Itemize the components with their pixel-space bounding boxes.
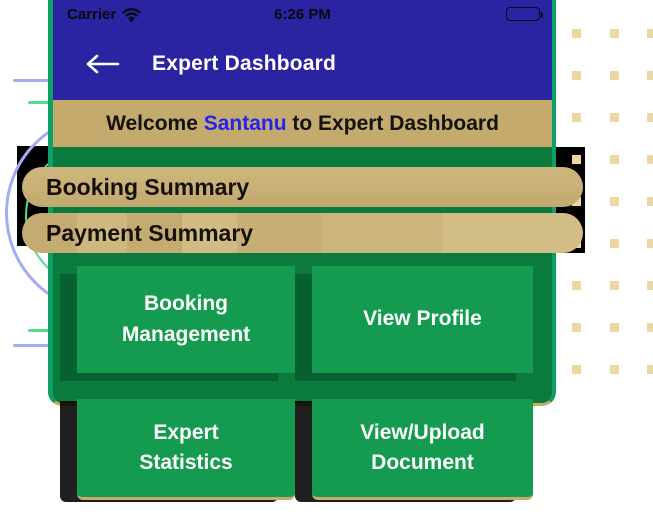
battery-icon <box>506 7 543 21</box>
status-bar: Carrier 6:26 PM <box>53 0 552 28</box>
welcome-text-suffix: to Expert Dashboard <box>286 111 499 135</box>
decor-line-green-top <box>28 101 50 104</box>
nav-bar: Expert Dashboard <box>53 28 552 100</box>
decor-dot <box>647 197 653 206</box>
booking-summary-bar[interactable]: Booking Summary <box>22 167 583 207</box>
page-title: Expert Dashboard <box>152 52 337 75</box>
decor-dot <box>647 365 653 374</box>
view-upload-document-label: View/Upload Document <box>360 420 485 474</box>
booking-management-label: Booking Management <box>121 292 251 346</box>
expert-statistics-label: Expert Statistics <box>139 420 233 474</box>
back-arrow-icon[interactable] <box>85 53 120 75</box>
payment-summary-label: Payment Summary <box>46 219 254 246</box>
clock: 6:26 PM <box>274 5 331 23</box>
decor-dot <box>647 239 653 248</box>
booking-management-button[interactable]: Booking Management <box>77 266 295 373</box>
carrier-label: Carrier <box>67 5 117 23</box>
view-profile-label: View Profile <box>363 307 482 331</box>
welcome-banner: Welcome Santanu to Expert Dashboard <box>53 100 552 147</box>
decor-dot <box>572 323 581 332</box>
decor-dot <box>647 281 653 290</box>
decor-dot <box>610 155 619 164</box>
wifi-icon <box>122 7 141 22</box>
decor-dot <box>610 281 619 290</box>
decor-dot <box>647 155 653 164</box>
decor-dot <box>610 71 619 80</box>
decor-dot <box>572 71 581 80</box>
welcome-user-name: Santanu <box>203 111 287 135</box>
decor-dot <box>647 29 653 38</box>
decor-dot <box>610 29 619 38</box>
booking-summary-label: Booking Summary <box>46 173 250 200</box>
decor-dot <box>572 29 581 38</box>
payment-summary-bar[interactable]: Payment Summary <box>22 213 583 253</box>
decor-dot <box>647 71 653 80</box>
decor-line-green-bottom <box>28 329 50 332</box>
expert-statistics-button[interactable]: Expert Statistics <box>77 399 295 500</box>
decor-dot <box>610 365 619 374</box>
view-upload-document-button[interactable]: View/Upload Document <box>312 399 533 500</box>
decor-dot <box>572 113 581 122</box>
decor-dot <box>610 323 619 332</box>
decor-dot <box>572 281 581 290</box>
decor-line-blue-top <box>13 79 50 82</box>
decor-dot <box>610 113 619 122</box>
decor-dot <box>610 239 619 248</box>
welcome-text-prefix: Welcome <box>106 111 204 135</box>
decor-dot <box>647 323 653 332</box>
decor-dot <box>572 365 581 374</box>
decor-dot <box>647 113 653 122</box>
decor-dot <box>610 197 619 206</box>
decor-line-blue-bottom <box>13 344 50 347</box>
view-profile-button[interactable]: View Profile <box>312 266 533 373</box>
